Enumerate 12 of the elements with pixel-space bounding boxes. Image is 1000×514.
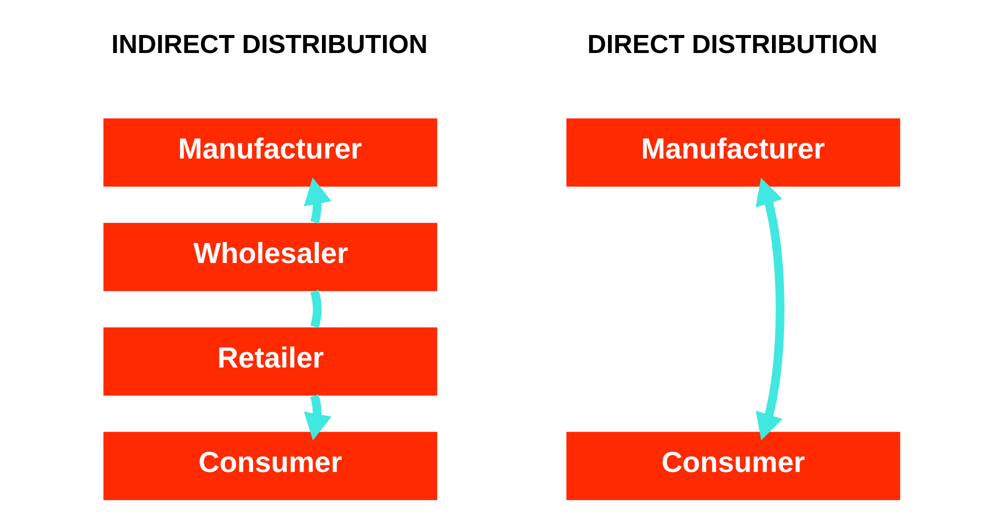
arrow bbox=[756, 178, 784, 440]
arrow bbox=[304, 177, 332, 224]
node-box: Consumer bbox=[103, 432, 438, 500]
label: DIRECT DISTRIBUTION bbox=[587, 28, 878, 59]
label: INDIRECT DISTRIBUTION bbox=[111, 28, 428, 59]
node-box: Retailer bbox=[103, 327, 438, 396]
arrow bbox=[304, 394, 332, 440]
node-box: Manufacturer bbox=[103, 118, 438, 187]
node-box: Consumer bbox=[566, 432, 900, 500]
node-box: Manufacturer bbox=[566, 118, 900, 187]
connector bbox=[310, 290, 322, 328]
node-box: Wholesaler bbox=[103, 222, 438, 292]
